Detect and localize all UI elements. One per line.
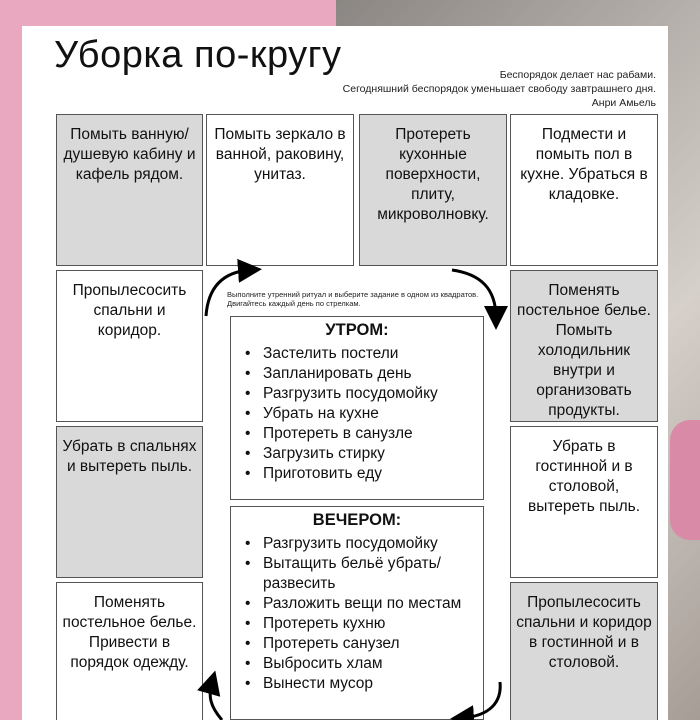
task-cell-right-3: Пропылесосить спальни и коридор в гостин… <box>510 582 658 720</box>
task-cell-right-1: Поменять постельное белье. Помыть холоди… <box>510 270 658 422</box>
instruction-text: Выполните утренний ритуал и выберите зад… <box>227 290 479 308</box>
task-cell-text: Пропылесосить спальни и коридор в гостин… <box>516 594 652 671</box>
evening-box: ВЕЧЕРОМ: Разгрузить посудомойку Вытащить… <box>230 506 484 720</box>
evening-item: Разгрузить посудомойку <box>245 534 483 554</box>
evening-item: Протереть кухню <box>245 614 483 634</box>
evening-item: Вытащить бельё убрать/развесить <box>245 554 483 594</box>
page-title: Уборка по-кругу <box>54 34 342 76</box>
task-cell-text: Убрать в спальнях и вытереть пыль. <box>62 438 197 475</box>
morning-item: Приготовить еду <box>245 464 483 484</box>
morning-list: Застелить постели Запланировать день Раз… <box>231 344 483 484</box>
task-cell-top-1: Помыть ванную/душевую кабину и кафель ря… <box>56 114 203 266</box>
task-cell-right-2: Убрать в гостинной и в столовой, вытерет… <box>510 426 658 578</box>
task-cell-left-1: Пропылесосить спальни и коридор. <box>56 270 203 422</box>
evening-item: Выбросить хлам <box>245 654 483 674</box>
task-cell-text: Протереть кухонные поверхности, плиту, м… <box>377 126 489 223</box>
cleaning-sheet: Уборка по-кругу Беспорядок делает нас ра… <box>22 26 668 720</box>
evening-list: Разгрузить посудомойку Вытащить бельё уб… <box>231 534 483 694</box>
task-cell-text: Подмести и помыть пол в кухне. Убраться … <box>520 126 648 203</box>
task-cell-text: Пропылесосить спальни и коридор. <box>72 282 187 339</box>
morning-item: Разгрузить посудомойку <box>245 384 483 404</box>
morning-item: Протереть в санузле <box>245 424 483 444</box>
morning-box: УТРОМ: Застелить постели Запланировать д… <box>230 316 484 500</box>
task-cell-top-2: Помыть зеркало в ванной, раковину, унита… <box>206 114 354 266</box>
evening-heading: ВЕЧЕРОМ: <box>312 511 402 529</box>
task-cell-top-4: Подмести и помыть пол в кухне. Убраться … <box>510 114 658 266</box>
task-cell-text: Поменять постельное белье. Помыть холоди… <box>517 282 651 419</box>
morning-item: Запланировать день <box>245 364 483 384</box>
evening-item: Разложить вещи по местам <box>245 594 483 614</box>
background-pink-object <box>670 420 700 540</box>
quote: Беспорядок делает нас рабами. Сегодняшни… <box>236 68 656 110</box>
morning-item: Застелить постели <box>245 344 483 364</box>
evening-item: Вынести мусор <box>245 674 483 694</box>
task-cell-top-3: Протереть кухонные поверхности, плиту, м… <box>359 114 507 266</box>
quote-line-2: Сегодняшний беспорядок уменьшает свободу… <box>342 83 656 95</box>
quote-line-1: Беспорядок делает нас рабами. <box>499 69 656 81</box>
task-cell-text: Убрать в гостинной и в столовой, вытерет… <box>527 438 641 515</box>
task-cell-text: Помыть зеркало в ванной, раковину, унита… <box>214 126 346 183</box>
task-cell-left-3: Поменять постельное белье. Привести в по… <box>56 582 203 720</box>
quote-author: Анри Амьель <box>591 97 656 109</box>
morning-item: Убрать на кухне <box>245 404 483 424</box>
task-cell-text: Поменять постельное белье. Привести в по… <box>62 594 197 671</box>
morning-item: Загрузить стирку <box>245 444 483 464</box>
task-cell-text: Помыть ванную/душевую кабину и кафель ря… <box>63 126 196 183</box>
morning-heading: УТРОМ: <box>325 321 389 339</box>
task-cell-left-2: Убрать в спальнях и вытереть пыль. <box>56 426 203 578</box>
arrow-bottom-left-icon <box>197 670 224 720</box>
evening-item: Протереть санузел <box>245 634 483 654</box>
